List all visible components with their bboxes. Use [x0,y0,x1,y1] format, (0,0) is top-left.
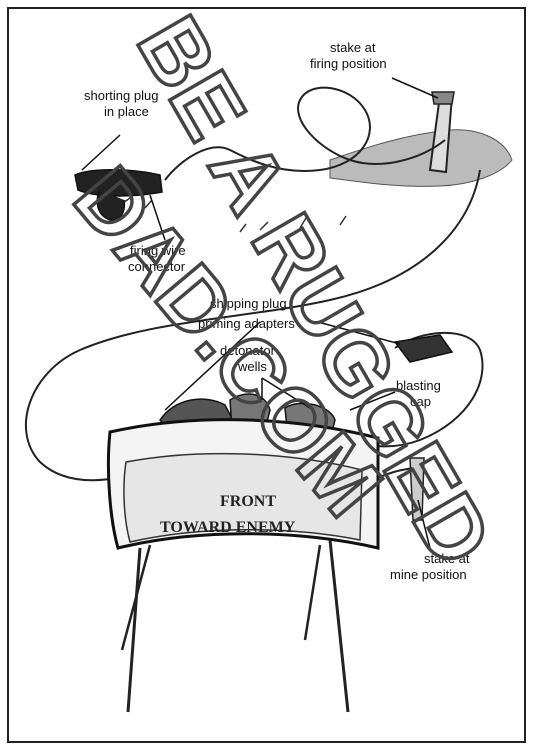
label-shorting-plug-2: in place [104,104,149,119]
shorting-plug [74,169,163,197]
arrow-detonator-wells [261,377,311,409]
arrow-shorting-plug [81,134,121,171]
label-shipping-plug-2: priming adapters [198,316,295,331]
firing-wire-coil [164,86,446,181]
label-firing-wire-2: connector [128,259,186,274]
arrow-stake-firing [391,77,439,99]
label-firing-wire-1: firing wire [130,243,186,258]
label-detonator-wells-2: wells [237,359,267,374]
label-shorting-plug-1: shorting plug [84,88,158,103]
firing-wire-connector [96,189,126,221]
label-stake-firing-1: stake at [330,40,376,55]
stake-mine [409,457,425,521]
mine-face-panel [123,452,363,543]
mine-leg-left-front [126,547,142,713]
blasting-cap [393,334,454,363]
mine-leg-left-back [120,544,152,651]
arrow-stake-mine [417,499,431,549]
mine-face-front: FRONT [220,493,276,510]
mine-leg-right-front [328,539,350,713]
arrow-priming-adapters [317,321,401,345]
label-blasting-cap-2: cap [410,394,431,409]
stake-mine-wire [377,467,413,479]
stake-firing-head [431,91,455,105]
arrow-blasting-cap [349,391,396,411]
arrow-firing-wire [149,194,166,241]
ground-grass [119,197,347,233]
label-stake-mine-1: stake at [424,551,470,566]
label-stake-firing-2: firing position [310,56,387,71]
mine-face-toward-enemy: TOWARD ENEMY [160,519,296,536]
label-shipping-plug-1: shipping plug [210,296,287,311]
label-detonator-wells-1: detonator [220,343,276,358]
label-blasting-cap-1: blasting [396,378,441,393]
firing-wire-loop [24,169,481,482]
label-stake-mine-2: mine position [390,567,467,582]
mine-leg-right-back [303,544,322,641]
page-border [7,7,526,743]
ground-firing-position [329,129,513,187]
arrow-shipping-plug [164,321,261,411]
